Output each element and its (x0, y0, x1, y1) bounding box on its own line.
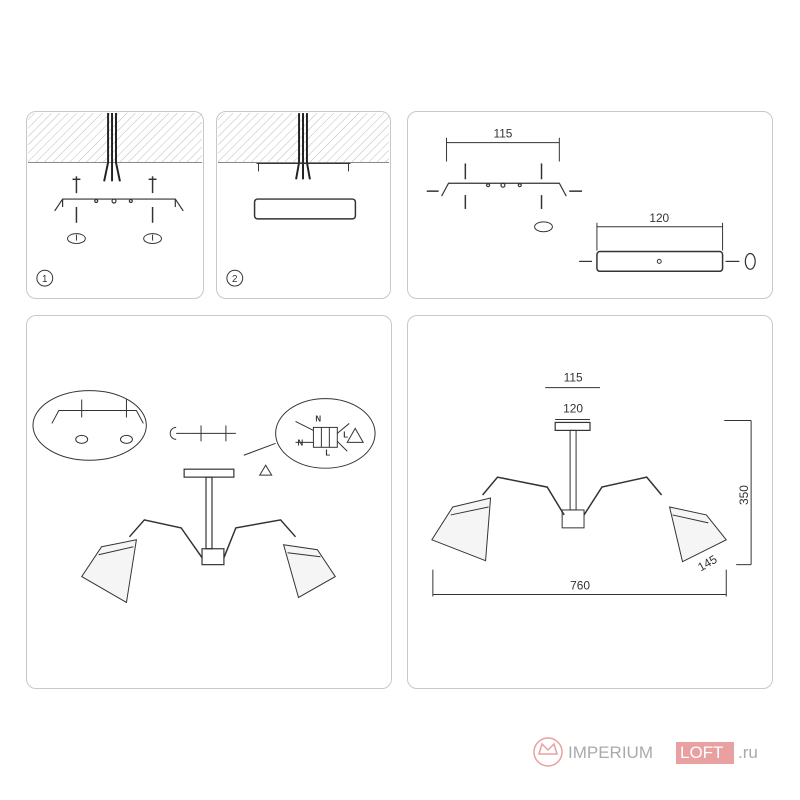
rotate-arrow-icon (169, 426, 177, 440)
mounting-bracket (441, 182, 567, 197)
dimension-line-760 (432, 569, 727, 597)
brand-accent-text: LOFT (680, 743, 723, 762)
dimension-line-120 (596, 222, 724, 251)
canopy-plate (253, 198, 357, 220)
step-number-badge (36, 269, 54, 287)
terminal-block (312, 426, 338, 448)
mounting-bracket (54, 198, 184, 212)
imperiumloft-watermark: IMPERIUM LOFT .ru (528, 732, 790, 772)
bracket-spacing-label: 115 (564, 371, 583, 385)
stem (569, 429, 577, 511)
step-number-badge (226, 269, 244, 287)
wall-plug (534, 221, 553, 233)
mini-bracket (191, 425, 236, 442)
bracket-spacing-label: 115 (493, 127, 512, 141)
canopy-plate (596, 250, 724, 273)
wire-label-l-top: L (343, 430, 348, 439)
panel-dimensions-bracket: 115 120 (407, 111, 773, 299)
terminal-callout (275, 398, 376, 469)
step-number: 1 (42, 274, 48, 285)
brand-domain-text: .ru (738, 743, 758, 762)
brand-accent-box (676, 742, 734, 764)
step-1-illustration: 1 (27, 113, 203, 287)
total-width-label: 760 (570, 579, 590, 593)
brand-main-text: IMPERIUM (568, 743, 653, 762)
overall-dimensions-illustration: 115 120 350 760 14 (431, 371, 752, 597)
wall-plugs (67, 233, 162, 245)
lamp-shade-left (431, 497, 492, 562)
lamp-shade-right (282, 544, 337, 599)
dimension-line-115 (446, 137, 560, 162)
bracket-dimensions-illustration: 115 120 (426, 127, 756, 273)
canopy (554, 421, 591, 431)
wire-label-n-bottom: N (298, 438, 304, 447)
panel-step-2: 2 (216, 111, 391, 299)
step-number: 2 (232, 274, 238, 285)
callout-bracket (51, 399, 144, 444)
panel-wiring: N L N L (26, 315, 392, 689)
screws (426, 163, 583, 209)
fixed-bracket (256, 162, 351, 172)
step-2-illustration: 2 (217, 113, 390, 287)
chandelier-arms (128, 519, 297, 559)
canopy-width-label: 120 (649, 211, 669, 225)
lamp-shade-left (80, 539, 138, 604)
crown-logo-icon (533, 737, 563, 767)
chandelier-arms (482, 476, 663, 516)
height-label: 350 (737, 485, 751, 505)
screws (72, 176, 157, 223)
bracket-callout (32, 390, 147, 461)
ceiling-wires (103, 113, 121, 182)
wiring-illustration: N L N L (32, 390, 376, 604)
warning-icon (258, 427, 365, 476)
wire-label-l-bottom: L (325, 448, 330, 457)
side-screws (579, 252, 756, 270)
dimension-line-350 (724, 419, 752, 566)
wire-label-n-top: N (315, 414, 321, 423)
ceiling-wires (295, 113, 311, 180)
shade-size-label: 145 (695, 552, 720, 574)
panel-step-1: 1 (26, 111, 204, 299)
panel-overall-dimensions: 115 120 350 760 14 (407, 315, 773, 689)
lamp-shade-right (668, 506, 728, 563)
canopy-width-label: 120 (563, 401, 583, 415)
central-body (561, 509, 585, 529)
ceiling-hatch (27, 113, 203, 163)
